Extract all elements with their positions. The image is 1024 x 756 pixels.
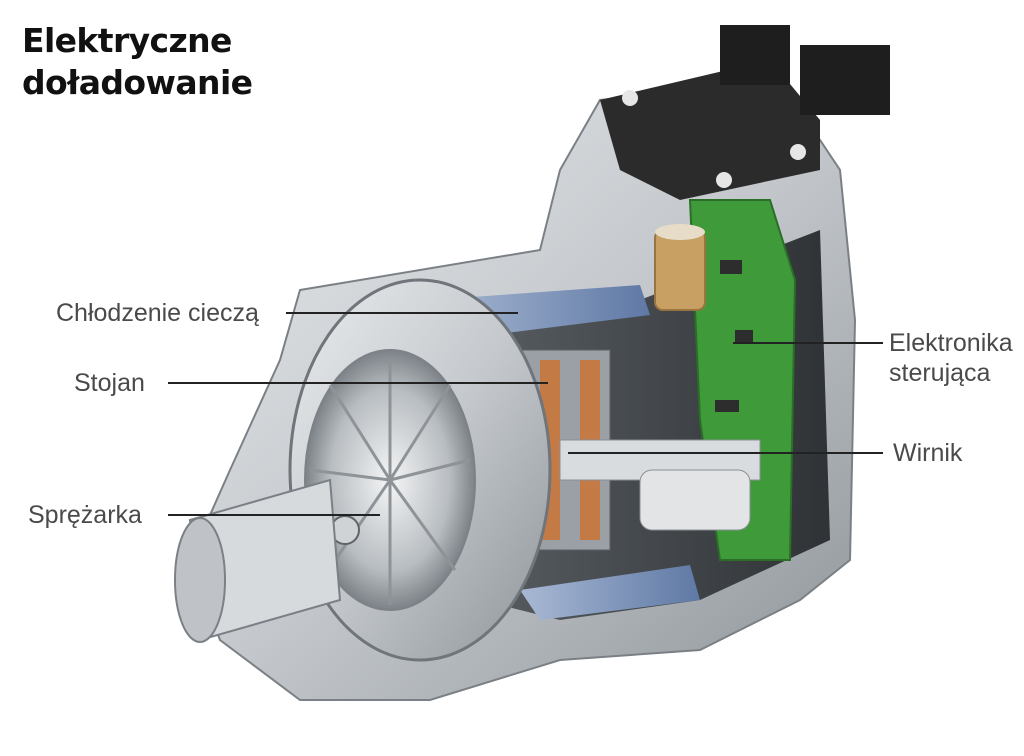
label-electronics-line-2: sterująca	[889, 359, 991, 387]
label-electronics: Elektronika sterująca	[889, 328, 1013, 388]
label-compressor: Sprężarka	[28, 501, 142, 529]
title-line-1: Elektryczne	[22, 21, 232, 60]
label-cooling: Chłodzenie cieczą	[56, 299, 259, 327]
label-electronics-line-1: Elektronika	[889, 329, 1013, 357]
coolant-jacket-bottom	[520, 565, 700, 620]
title-line-2: doładowanie	[22, 63, 253, 102]
capacitor	[654, 229, 706, 311]
label-rotor: Wirnik	[893, 439, 963, 467]
label-stator: Stojan	[74, 369, 145, 397]
electrical-connector	[600, 25, 890, 200]
page-title: Elektryczne doładowanie	[22, 20, 253, 104]
